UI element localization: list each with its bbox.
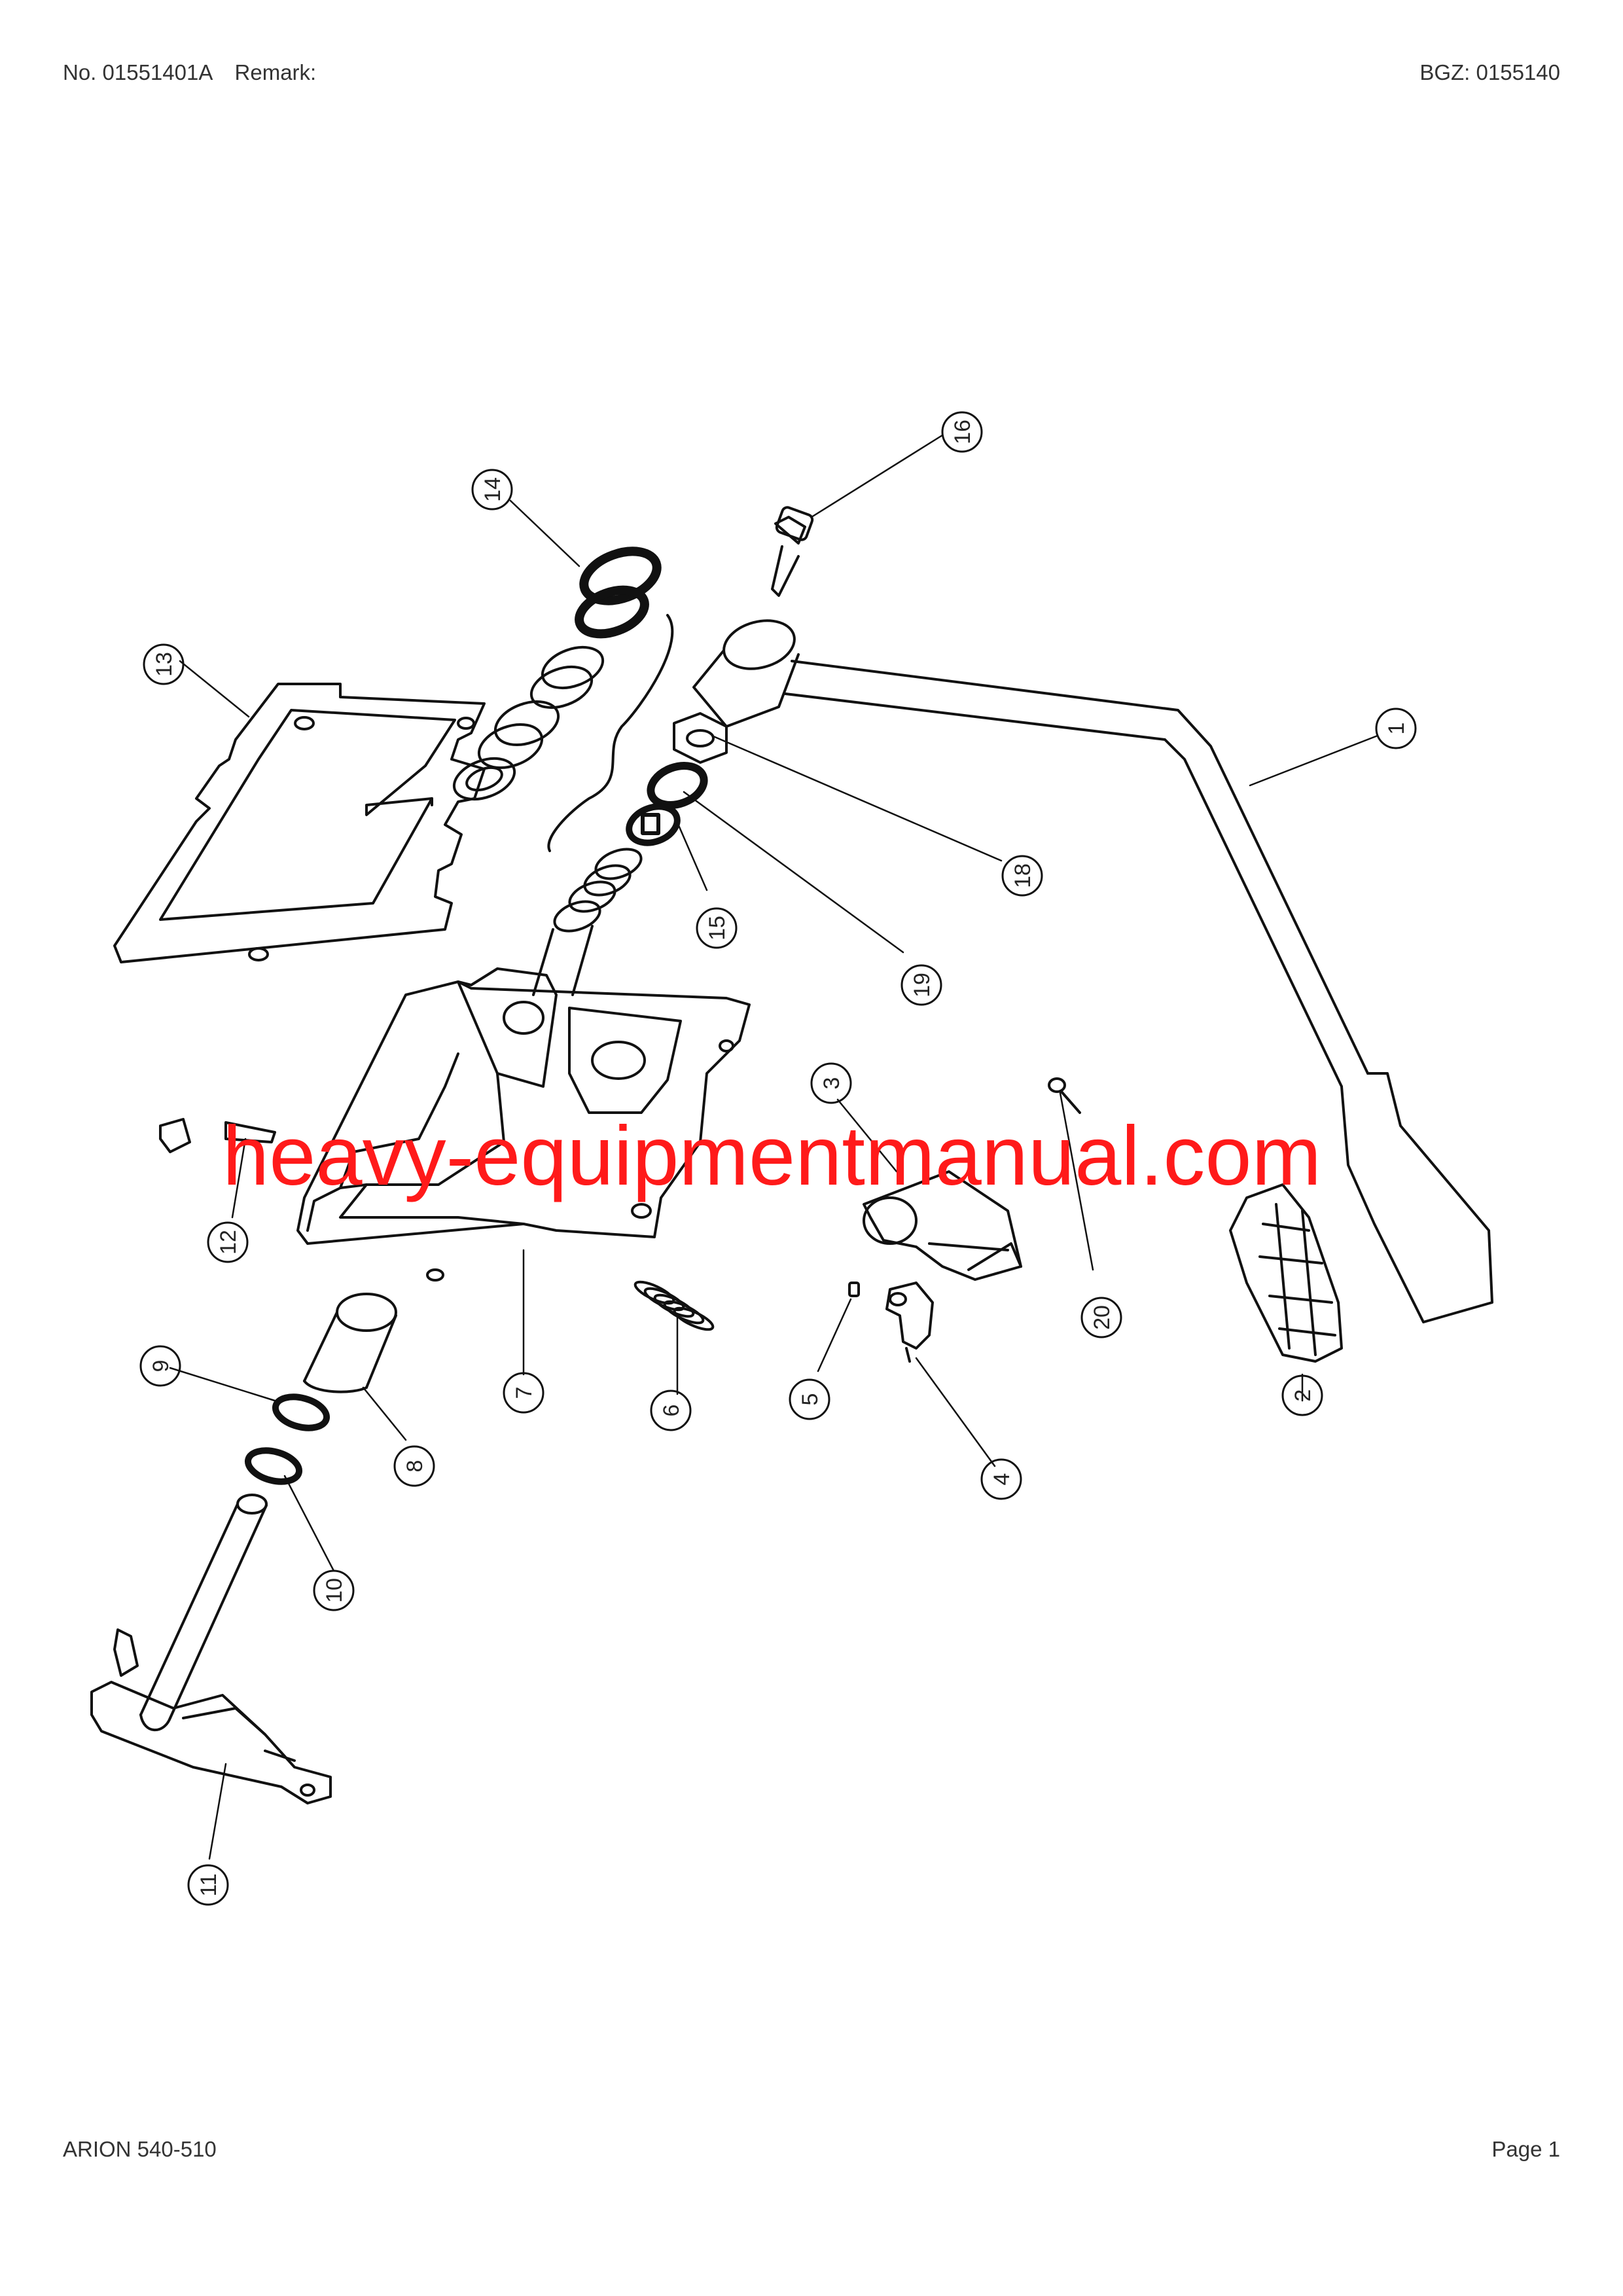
callout-3: 3 [819,1077,844,1090]
small-washers [532,848,643,996]
callout-20: 20 [1090,1305,1115,1330]
leader-lines [169,434,1379,1860]
callout-8: 8 [402,1460,427,1473]
part-11-shaft-lever [90,1494,332,1804]
callout-circles [139,411,1417,1906]
part-14-washers [452,547,662,801]
header-left: No. 01551401A Remark: [63,60,332,85]
callout-12: 12 [216,1230,241,1255]
watermark-text: heavy-equipmentmanual.com [223,1109,1321,1203]
footer-page-number: Page 1 [1491,2137,1560,2161]
part-5-screw [848,1282,860,1297]
bgz-code: BGZ: 0155140 [1419,60,1560,84]
callout-1: 1 [1384,723,1409,735]
part-12-bolt-nut [159,1118,276,1153]
part-19-washer [647,762,708,809]
callout-19: 19 [910,973,935,997]
remark-label: Remark: [234,60,317,84]
callout-4: 4 [990,1473,1014,1486]
part-20-pin [1048,1077,1081,1114]
callout-16: 16 [950,420,975,444]
callout-6: 6 [659,1405,684,1417]
part-2-pedal-pad [1229,1183,1343,1363]
callout-7: 7 [512,1387,537,1399]
callout-14: 14 [480,477,505,502]
part-9-washer [272,1393,330,1431]
callout-15: 15 [705,916,730,941]
callout-11: 11 [196,1873,221,1896]
part-1-pedal-lever [692,619,1493,1323]
callout-9: 9 [149,1360,173,1372]
part-10-washer [244,1447,303,1485]
part-7-bracket-housing [296,967,751,1282]
callout-13: 13 [152,652,177,677]
part-4-sensor-bracket [885,1282,934,1363]
part-18-nut [673,712,728,764]
callout-18: 18 [1010,863,1035,888]
part-6-spring [633,1280,715,1331]
part-15-washer [626,803,681,846]
part-8-bushing [303,1293,397,1393]
part-13-gasket-plate [113,683,486,963]
part-3-sensor [863,1170,1022,1281]
callout-2: 2 [1291,1390,1315,1402]
document-number: No. 01551401A [63,60,213,84]
callout-5: 5 [798,1393,823,1406]
footer-model: ARION 540-510 [63,2137,217,2161]
break-line [547,614,674,852]
callout-10: 10 [322,1578,347,1603]
part-16-bolt [771,506,814,597]
